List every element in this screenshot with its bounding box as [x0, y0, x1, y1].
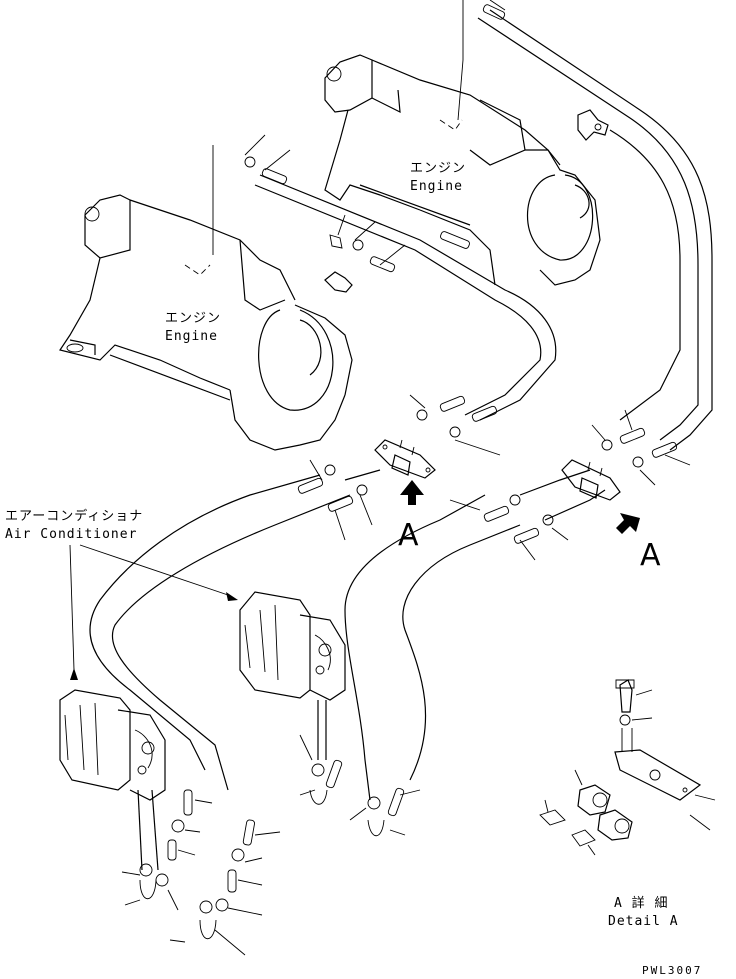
valve-block-left: [374, 439, 436, 479]
hoses: [89, 9, 713, 871]
detail-a: A 詳 細 Detail A: [539, 679, 716, 929]
aircon-label-jp: エアーコンディショナ: [5, 508, 143, 524]
detail-a-label-en: Detail A: [608, 914, 679, 929]
engine-rear-label-en: Engine: [410, 179, 463, 194]
reference-lines: [212, 0, 506, 266]
engine-front-label-en: Engine: [165, 329, 218, 344]
aircon-label-en: Air Conditioner: [5, 527, 137, 542]
engine-front-label-jp: エンジン: [165, 311, 221, 326]
lower-hose-fittings: [139, 759, 405, 939]
hose-clamps: [244, 4, 678, 544]
view-marker-left: A: [398, 518, 419, 553]
aircon-label-group: エアーコンディショナ Air Conditioner: [5, 508, 238, 680]
aircon-unit-lower: [59, 689, 166, 801]
view-arrows: A A: [398, 480, 661, 573]
engine-front: エンジン Engine: [59, 194, 353, 451]
engine-rear: エンジン Engine: [324, 54, 601, 286]
fitting-front-engine: [324, 271, 353, 293]
drawing-code: PWL3007: [642, 964, 702, 977]
part-callout-leaders: [121, 394, 691, 956]
fitting-rear-engine: [577, 109, 609, 141]
aircon-unit-upper: [239, 591, 346, 701]
detail-a-label-jp: A 詳 細: [614, 895, 668, 911]
arrow-diagonal-icon: [616, 513, 640, 534]
engine-rear-label-jp: エンジン: [410, 161, 466, 176]
arrow-up-icon: [400, 480, 424, 505]
view-marker-right: A: [640, 538, 661, 573]
valve-block-right: [561, 459, 621, 501]
